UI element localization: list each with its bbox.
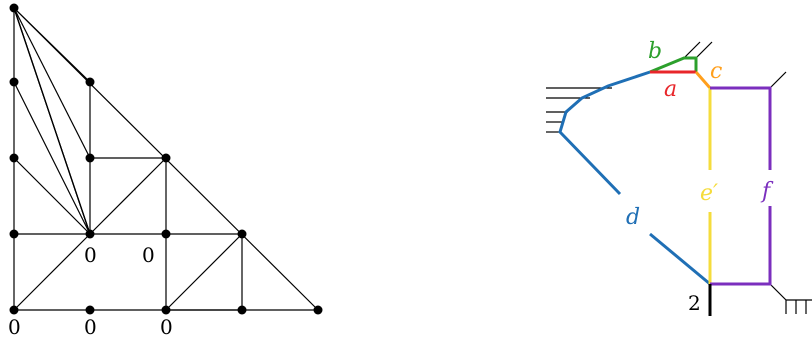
edge-c (694, 71, 712, 89)
edge-f (710, 206, 772, 286)
vertex (85, 229, 95, 239)
weight-label: 2 (688, 291, 701, 315)
edge-d (558, 70, 651, 196)
edge-b (649, 56, 698, 74)
vertex (85, 77, 95, 87)
subdivided-triangle (13, 7, 319, 311)
edge (13, 81, 91, 235)
vertex (9, 153, 19, 163)
edge (13, 7, 91, 235)
triangle-vertices (9, 3, 323, 315)
end-ray (769, 71, 787, 89)
vertex (9, 305, 19, 315)
tropical-curve (546, 41, 812, 316)
edge-label-b: b (648, 39, 662, 64)
edge (13, 7, 91, 83)
edge (13, 157, 91, 235)
end-ray (769, 283, 787, 301)
vertex (237, 229, 247, 239)
edge (89, 157, 167, 235)
vertex-label: 0 (84, 243, 97, 267)
end-ray (683, 41, 701, 59)
vertex (237, 305, 247, 315)
vertex-labels: 0 0 0 0 0 (8, 243, 173, 339)
edge-label-f: f (760, 179, 774, 204)
vertex (9, 77, 19, 87)
vertex (161, 305, 171, 315)
vertex (313, 305, 323, 315)
vertex (9, 3, 19, 13)
edge-label-d: d (626, 205, 640, 230)
vertex-label: 0 (8, 315, 21, 339)
vertex-label: 0 (142, 243, 155, 267)
end-ray (695, 41, 713, 59)
edge (13, 233, 91, 311)
vertex (85, 305, 95, 315)
vertex (161, 153, 171, 163)
edge-labels: b a c d e′ f 2 (626, 39, 774, 315)
edge (13, 7, 91, 159)
vertex-label: 0 (84, 315, 97, 339)
edge (165, 233, 243, 311)
vertex (9, 229, 19, 239)
vertex-label: 0 (160, 315, 173, 339)
edge-label-e-prime: e′ (700, 181, 718, 206)
edge-label-c: c (710, 59, 722, 84)
vertex (85, 153, 95, 163)
edge-d (649, 232, 711, 286)
edge-label-a: a (664, 77, 677, 102)
edge-f (710, 86, 772, 170)
vertex (161, 229, 171, 239)
